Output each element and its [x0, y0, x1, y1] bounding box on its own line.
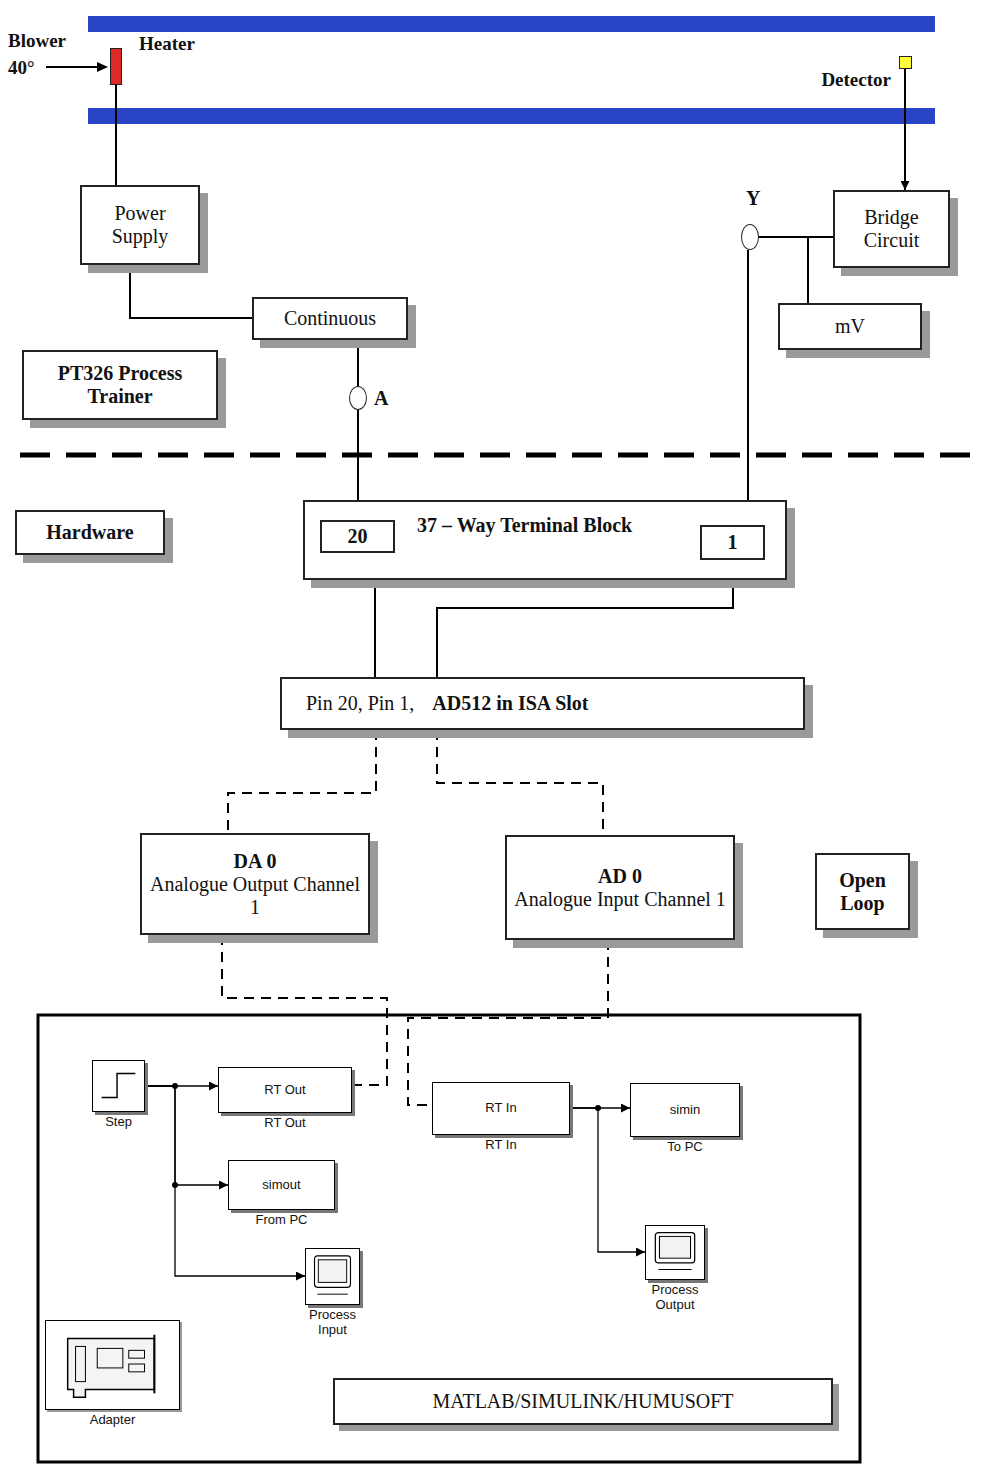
workspace-block: siminTo PC [630, 1083, 740, 1137]
node-text: RT Out [264, 1083, 305, 1098]
rt-input-block: RT InRT In [432, 1082, 570, 1135]
node-text: 1 [728, 531, 738, 554]
process-box: Power Supply [80, 185, 200, 265]
duct-wall [88, 16, 935, 32]
node-text: To PC [640, 1140, 730, 1155]
scope-block: Process Output [645, 1225, 705, 1280]
step-block: Step [92, 1060, 145, 1112]
meter-box: mV [778, 303, 922, 350]
adapter-icon: Adapter [45, 1320, 180, 1410]
wire [808, 237, 833, 303]
detector-sensor: Detector [899, 56, 912, 69]
node-text: 20 [348, 525, 368, 548]
blower-arrow [46, 66, 100, 68]
workspace-block: simoutFrom PC [228, 1160, 335, 1210]
signal-link [437, 730, 603, 835]
signal-link [228, 730, 376, 833]
software-label: MATLAB/SIMULINK/HUMUSOFT [333, 1378, 833, 1425]
wire [357, 340, 359, 386]
adapter-icon-art [46, 1321, 179, 1409]
process-box: Bridge Circuit [833, 190, 950, 268]
wire [747, 250, 749, 525]
wire [130, 265, 252, 318]
node-text: DA 0 [234, 850, 277, 873]
node-text: RT In [456, 1138, 546, 1153]
node-text: Analogue Output Channel 1 [148, 873, 362, 919]
mode-label: Open Loop [815, 853, 910, 930]
node-text: Process Input [298, 1308, 368, 1338]
node-text: MATLAB/SIMULINK/HUMUSOFT [432, 1390, 733, 1413]
terminal-block: 37 – Way Terminal Block 20 1 [303, 500, 787, 580]
scope-block-art [646, 1226, 704, 1279]
section-label: Hardware [15, 510, 165, 555]
node-text: Adapter [63, 1413, 163, 1428]
node-text: simin [670, 1103, 700, 1118]
blower-arrow-head [97, 62, 108, 72]
node-text: mV [835, 315, 865, 338]
duct-wall [88, 108, 935, 124]
annotation-label: 40° [8, 57, 35, 79]
node-text: Continuous [284, 307, 376, 330]
node-text: From PC [237, 1213, 327, 1228]
signal-link [408, 940, 608, 1105]
signal-point: A [349, 386, 367, 410]
node-text: Detector [821, 69, 891, 91]
node-text: Process Output [640, 1283, 710, 1313]
signal-link [222, 935, 387, 1085]
node-text: simout [262, 1178, 300, 1193]
channel-box: AD 0Analogue Input Channel 1 [505, 835, 735, 940]
wire [115, 85, 117, 185]
scope-block-art [306, 1249, 359, 1304]
node-text: RT Out [240, 1116, 330, 1131]
node-text: Open Loop [823, 869, 902, 915]
step-block-art [93, 1061, 144, 1111]
terminal-pin: 20 [320, 520, 395, 553]
node-text: Pin 20, Pin 1, [306, 692, 414, 715]
annotation-label: Blower [8, 30, 66, 52]
node-text: Y [746, 187, 760, 210]
wire [145, 1086, 228, 1185]
heater-element: Heater [110, 48, 122, 85]
terminal-pin: 1 [700, 525, 765, 560]
node-text: Power Supply [88, 202, 192, 248]
node-text: Analogue Input Channel 1 [514, 888, 726, 911]
node-text: RT In [485, 1101, 516, 1116]
node-text: A [374, 387, 388, 410]
boundary-line [20, 453, 982, 458]
node-text: 37 – Way Terminal Block [417, 514, 632, 537]
wire [145, 1086, 305, 1276]
title-box: PT326 Process Trainer [22, 350, 218, 420]
wire [904, 69, 906, 190]
signal-point: Y [741, 224, 759, 250]
scope-block: Process Input [305, 1248, 360, 1305]
node-text: Hardware [46, 521, 133, 544]
channel-box: DA 0Analogue Output Channel 1 [140, 833, 370, 935]
node-text: AD512 in ISA Slot [432, 692, 588, 715]
rt-output-block: RT OutRT Out [218, 1067, 352, 1113]
node-text: Bridge Circuit [841, 206, 942, 252]
node-text: Step [89, 1115, 149, 1130]
process-box: Continuous [252, 297, 408, 340]
node-text: PT326 Process Trainer [30, 362, 210, 408]
node-text: Heater [139, 33, 195, 55]
node-text: AD 0 [598, 865, 642, 888]
software-frame [38, 1015, 860, 1462]
interface-card: Pin 20, Pin 1, AD512 in ISA Slot [280, 677, 805, 730]
